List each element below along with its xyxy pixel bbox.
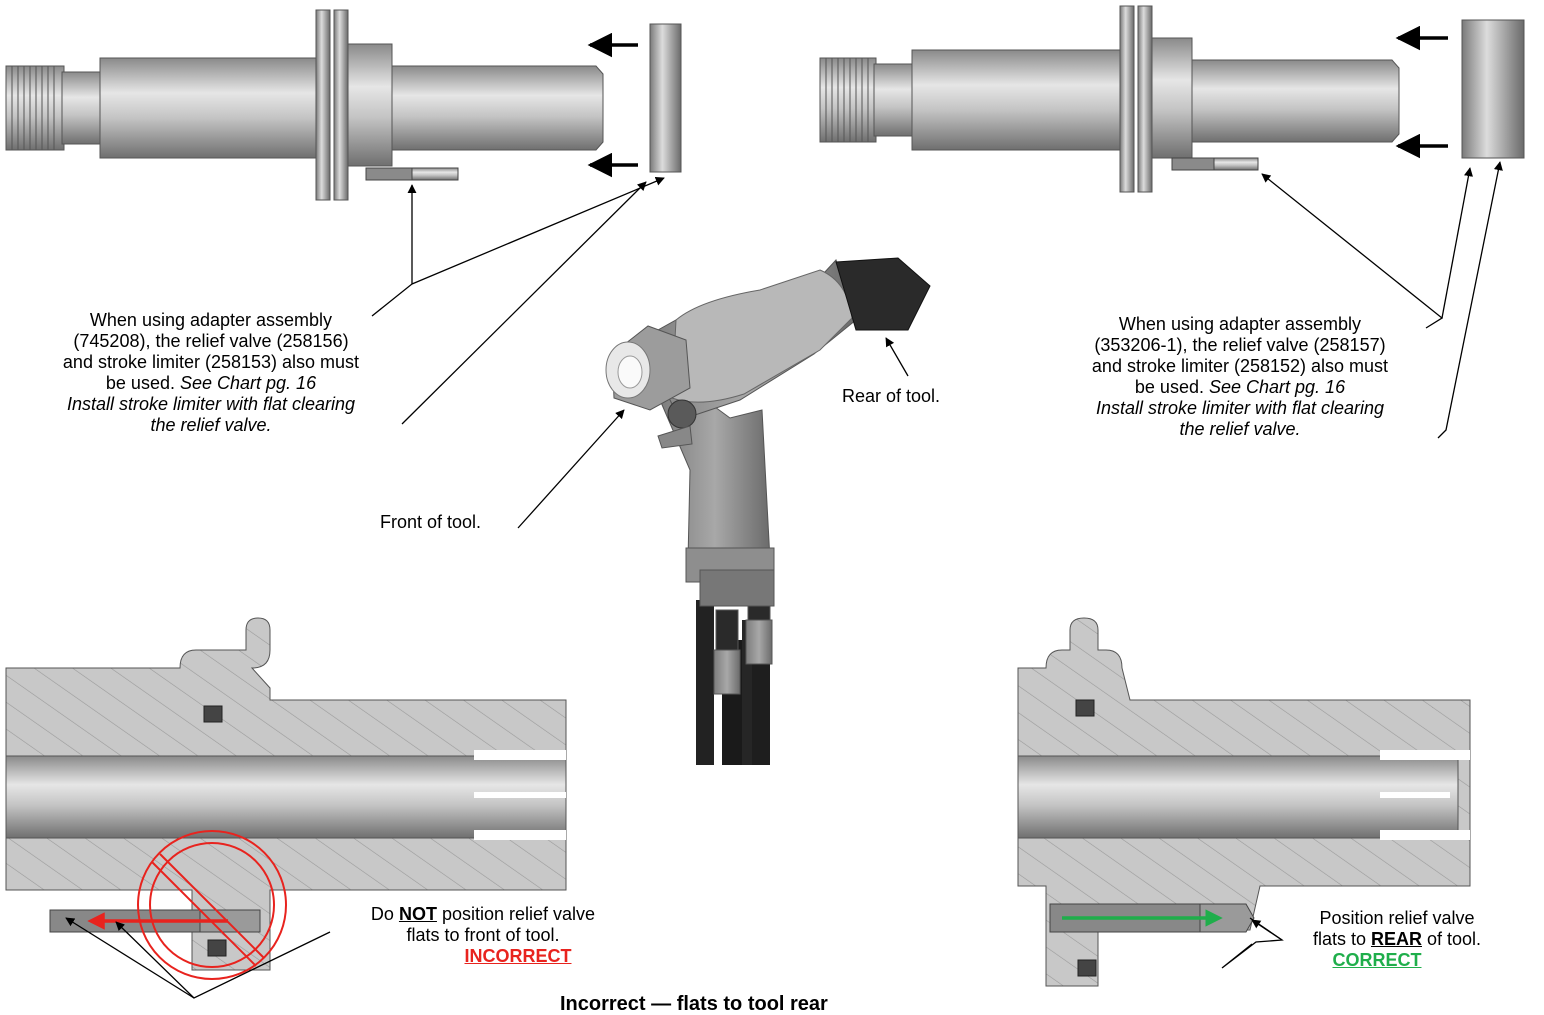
left-stroke-limiter — [649, 23, 682, 173]
right-threaded-end — [819, 57, 877, 143]
right-relief-valve — [1171, 157, 1215, 171]
correct-line1: Position relief valve — [1319, 908, 1475, 928]
right-flange — [1119, 5, 1135, 193]
incorrect-section — [5, 617, 567, 980]
leader-lines — [65, 161, 1503, 999]
incorrect-line2: flats to front of tool. — [406, 925, 560, 945]
prohibited-symbol — [137, 830, 287, 980]
tool-rear-cap — [835, 257, 931, 331]
right-adapter-assembly — [819, 5, 1525, 193]
left-adapter-assembly — [5, 9, 682, 201]
hose-left — [696, 600, 714, 765]
right-stroke-limiter — [1461, 19, 1525, 159]
tool-illustration — [605, 257, 931, 765]
left-adapter-callout: When using adapter assembly (745208), th… — [10, 310, 412, 436]
right-callout-line6: the relief valve. — [1179, 419, 1301, 439]
left-flange — [315, 9, 331, 201]
rear-of-tool-label: Rear of tool. — [842, 386, 941, 406]
left-callout-line5: Install stroke limiter with flat clearin… — [66, 394, 356, 414]
right-callout-line2: (353206-1), the relief valve (258157) — [1094, 335, 1386, 355]
left-callout-line6: the relief valve. — [150, 415, 272, 435]
incorrect-status-label: INCORRECT — [464, 946, 572, 966]
right-callout-line3: and stroke limiter (258152) also must — [1091, 356, 1389, 376]
left-threaded-end — [5, 65, 65, 151]
incorrect-callout: Do NOT position relief valve flats to fr… — [328, 904, 638, 967]
bottom-caption: Incorrect — flats to tool rear — [560, 993, 828, 1015]
left-callout-line3: and stroke limiter (258153) also must — [62, 352, 360, 372]
incorrect-bore — [5, 755, 567, 839]
incorrect-prefix: Do — [370, 904, 394, 924]
correct-status-label: CORRECT — [1332, 950, 1422, 970]
incorrect-suffix: position relief valve — [441, 904, 596, 924]
hose-right — [752, 640, 770, 765]
left-callout-line1: When using adapter assembly — [89, 310, 333, 330]
correct-section — [1017, 617, 1471, 987]
right-callout-chart-ref: See Chart pg. 16 — [1208, 377, 1346, 397]
right-callout-line1: When using adapter assembly — [1118, 314, 1362, 334]
incorrect-emphasis: NOT — [398, 904, 437, 924]
correct-suffix: of tool. — [1427, 929, 1482, 949]
left-callout-line2: (745208), the relief valve (258156) — [73, 331, 349, 351]
right-callout-line5: Install stroke limiter with flat clearin… — [1095, 398, 1385, 418]
correct-emphasis: REAR — [1370, 929, 1422, 949]
front-of-tool-label: Front of tool. — [380, 512, 482, 532]
left-callout-line4: be used. — [105, 373, 175, 393]
left-callout-chart-ref: See Chart pg. 16 — [179, 373, 317, 393]
right-callout-line4: be used. — [1134, 377, 1204, 397]
left-relief-valve — [365, 167, 413, 181]
correct-callout: Position relief valve flats to REAR of t… — [1262, 908, 1532, 971]
right-adapter-callout: When using adapter assembly (353206-1), … — [1036, 314, 1444, 440]
correct-prefix: flats to — [1312, 929, 1366, 949]
